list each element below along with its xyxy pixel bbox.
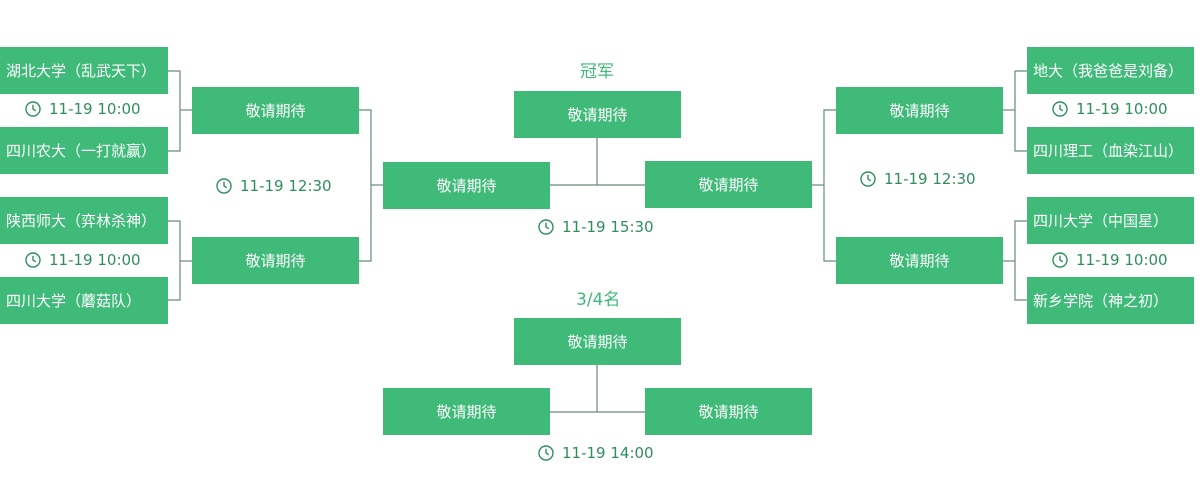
left-team-4[interactable]: 四川大学（蘑菇队） bbox=[0, 277, 168, 324]
match-time-text: 11-19 10:00 bbox=[1076, 100, 1168, 118]
left-team-1[interactable]: 湖北大学（乱武天下） bbox=[0, 47, 168, 94]
clock-icon bbox=[538, 219, 554, 235]
left-team-3[interactable]: 陕西师大（弈林杀神） bbox=[0, 197, 168, 244]
third-place-winner-slot[interactable]: 敬请期待 bbox=[514, 318, 681, 365]
right-round2-slot-1[interactable]: 敬请期待 bbox=[836, 87, 1003, 134]
left-round2-time: 11-19 12:30 bbox=[216, 177, 332, 195]
third-place-heading: 3/4名 bbox=[576, 290, 621, 310]
left-match-2-time: 11-19 10:00 bbox=[25, 251, 141, 269]
left-round2-slot-1[interactable]: 敬请期待 bbox=[192, 87, 359, 134]
right-round2-slot-2[interactable]: 敬请期待 bbox=[836, 237, 1003, 284]
match-time-text: 11-19 10:00 bbox=[1076, 251, 1168, 269]
clock-icon bbox=[25, 101, 41, 117]
third-place-left-slot[interactable]: 敬请期待 bbox=[383, 388, 550, 435]
left-round2-slot-2[interactable]: 敬请期待 bbox=[192, 237, 359, 284]
right-team-4[interactable]: 新乡学院（神之初） bbox=[1027, 277, 1194, 324]
match-time-text: 11-19 10:00 bbox=[49, 251, 141, 269]
right-team-3[interactable]: 四川大学（中国星） bbox=[1027, 197, 1194, 244]
right-semifinal-slot[interactable]: 敬请期待 bbox=[645, 161, 812, 208]
left-semifinal-slot[interactable]: 敬请期待 bbox=[383, 162, 550, 209]
clock-icon bbox=[25, 252, 41, 268]
match-time-text: 11-19 14:00 bbox=[562, 444, 654, 462]
left-match-1-time: 11-19 10:00 bbox=[25, 100, 141, 118]
right-match-2-time: 11-19 10:00 bbox=[1052, 251, 1168, 269]
match-time-text: 11-19 12:30 bbox=[884, 170, 976, 188]
clock-icon bbox=[538, 445, 554, 461]
match-time-text: 11-19 10:00 bbox=[49, 100, 141, 118]
third-place-right-slot[interactable]: 敬请期待 bbox=[645, 388, 812, 435]
clock-icon bbox=[1052, 101, 1068, 117]
champion-slot[interactable]: 敬请期待 bbox=[514, 91, 681, 138]
right-team-2[interactable]: 四川理工（血染江山） bbox=[1027, 127, 1194, 174]
right-round2-time: 11-19 12:30 bbox=[860, 170, 976, 188]
left-team-2[interactable]: 四川农大（一打就赢） bbox=[0, 127, 168, 174]
champion-heading: 冠军 bbox=[580, 62, 614, 82]
match-time-text: 11-19 15:30 bbox=[562, 218, 654, 236]
clock-icon bbox=[1052, 252, 1068, 268]
clock-icon bbox=[860, 171, 876, 187]
right-match-1-time: 11-19 10:00 bbox=[1052, 100, 1168, 118]
third-place-time: 11-19 14:00 bbox=[538, 444, 654, 462]
right-team-1[interactable]: 地大（我爸爸是刘备） bbox=[1027, 47, 1194, 94]
clock-icon bbox=[216, 178, 232, 194]
match-time-text: 11-19 12:30 bbox=[240, 177, 332, 195]
final-time: 11-19 15:30 bbox=[538, 218, 654, 236]
